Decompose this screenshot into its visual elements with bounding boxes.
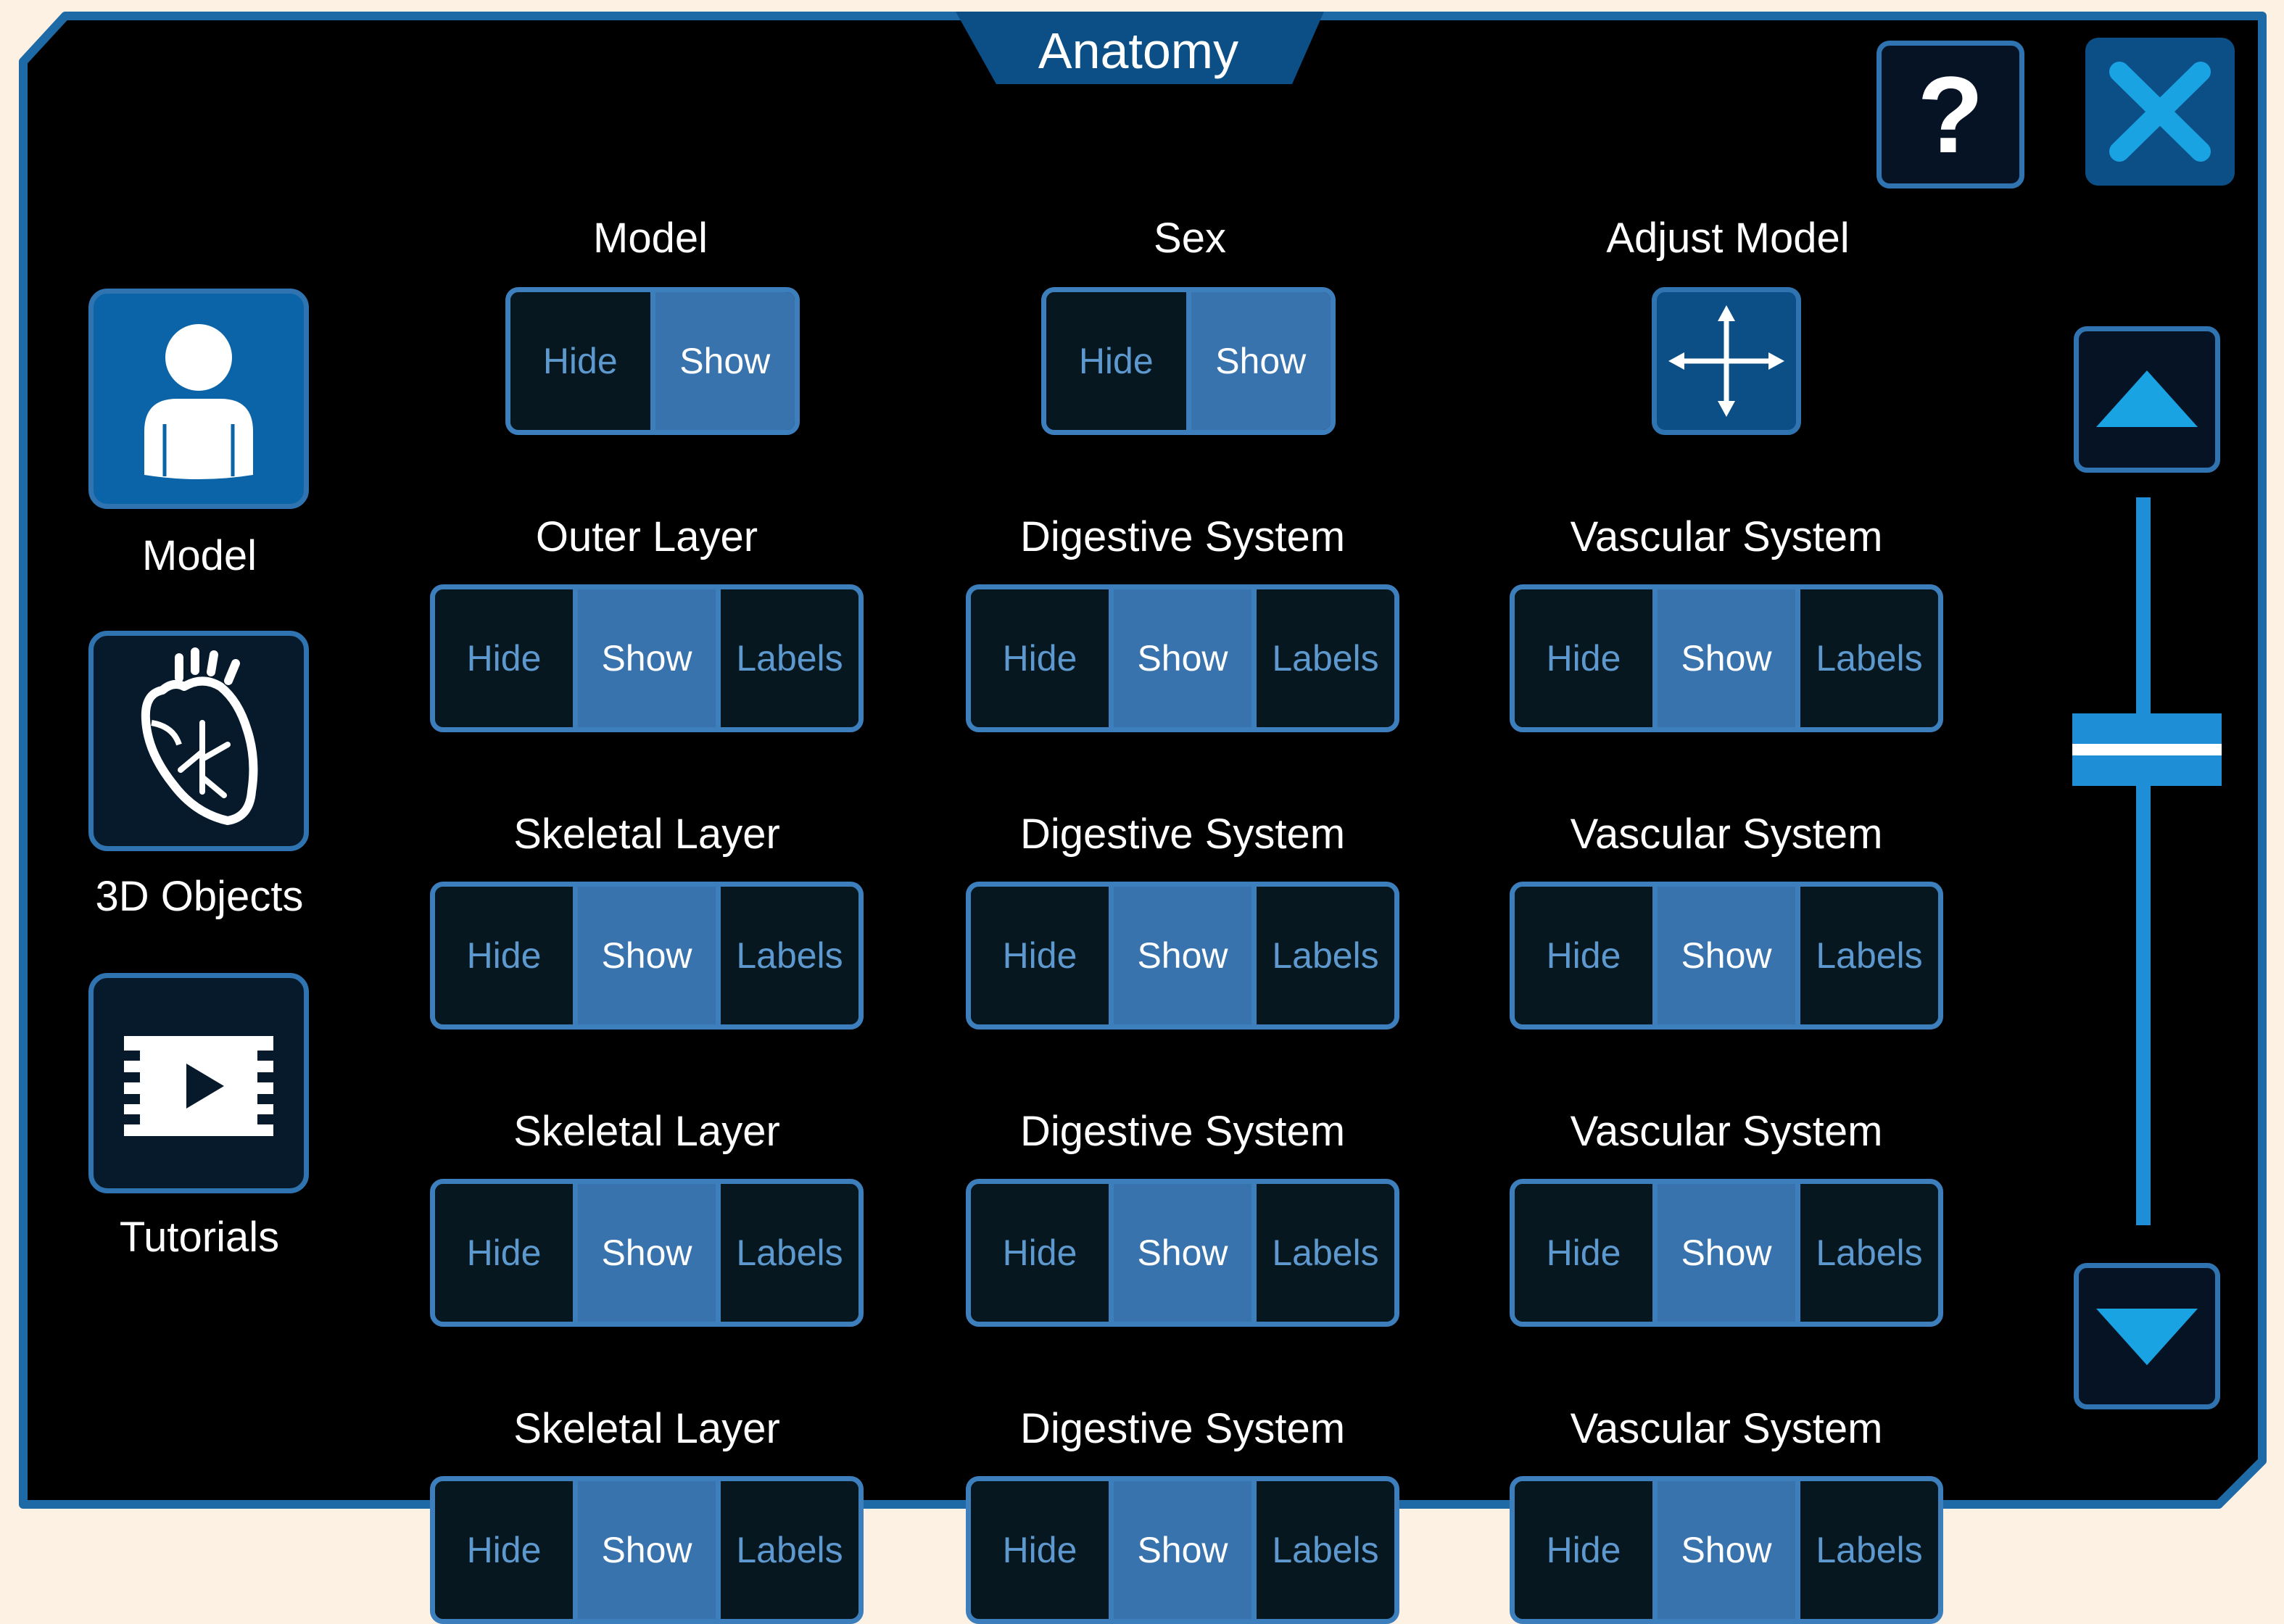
hide-option[interactable]: Hide (1515, 589, 1652, 727)
labels-option[interactable]: Labels (716, 589, 858, 727)
close-button[interactable] (2085, 38, 2235, 186)
hide-option[interactable]: Hide (1515, 887, 1652, 1024)
adjust-model-button[interactable] (1652, 287, 1801, 435)
show-option[interactable]: Show (1652, 1481, 1795, 1619)
show-option[interactable]: Show (1109, 589, 1251, 727)
arrow-down-icon (2096, 1309, 2198, 1365)
person-icon (144, 324, 253, 479)
hide-option[interactable]: Hide (1515, 1481, 1652, 1619)
group-title: Vascular System (1570, 811, 1883, 858)
scroll-up-button[interactable] (2074, 326, 2220, 473)
group-title: Outer Layer (535, 513, 758, 560)
nav-3d-objects-button[interactable] (88, 631, 309, 851)
nav-model-label: Model (142, 532, 257, 579)
hide-option[interactable]: Hide (435, 887, 573, 1024)
model-show-option[interactable]: Show (650, 292, 795, 430)
sex-show-option[interactable]: Show (1186, 292, 1331, 430)
title-tab (956, 12, 1324, 84)
labels-option[interactable]: Labels (1251, 589, 1394, 727)
scroll-track[interactable] (2136, 497, 2151, 1225)
sex-hide-option[interactable]: Hide (1046, 292, 1186, 430)
scroll-down-button[interactable] (2074, 1263, 2220, 1409)
group-title-adjust-model: Adjust Model (1606, 215, 1850, 262)
heart-icon (141, 647, 258, 825)
group-title: Digestive System (1019, 1108, 1346, 1155)
hide-option[interactable]: Hide (435, 1481, 573, 1619)
anatomy-panel: Anatomy ? Model 3D Objects (19, 12, 2267, 1624)
labels-option[interactable]: Labels (1795, 887, 1938, 1024)
video-icon (124, 1036, 273, 1136)
nav-3d-objects-label: 3D Objects (95, 873, 304, 920)
show-option[interactable]: Show (1652, 1184, 1795, 1322)
hide-option[interactable]: Hide (971, 1184, 1109, 1322)
labels-option[interactable]: Labels (1795, 1481, 1938, 1619)
labels-option[interactable]: Labels (716, 887, 858, 1024)
show-option[interactable]: Show (573, 589, 716, 727)
hide-option[interactable]: Hide (435, 589, 573, 727)
hide-option[interactable]: Hide (1515, 1184, 1652, 1322)
group-title-model: Model (593, 215, 708, 262)
group-title: Skeletal Layer (513, 811, 780, 858)
show-option[interactable]: Show (573, 1184, 716, 1322)
move-arrows-icon (1668, 305, 1784, 417)
show-option[interactable]: Show (573, 1481, 716, 1619)
hide-option[interactable]: Hide (971, 887, 1109, 1024)
window-title: Anatomy (1038, 22, 1239, 79)
hide-option[interactable]: Hide (435, 1184, 573, 1322)
show-option[interactable]: Show (1109, 887, 1251, 1024)
group-title: Vascular System (1570, 513, 1883, 560)
arrow-up-icon (2096, 370, 2198, 427)
labels-option[interactable]: Labels (1251, 1184, 1394, 1322)
model-hide-option[interactable]: Hide (510, 292, 650, 430)
hide-option[interactable]: Hide (971, 1481, 1109, 1619)
group-title: Digestive System (1019, 1405, 1346, 1452)
hide-option[interactable]: Hide (971, 589, 1109, 727)
group-title: Digestive System (1019, 513, 1346, 560)
group-title-sex: Sex (1154, 215, 1226, 262)
scroll-thumb[interactable] (2072, 713, 2222, 786)
show-option[interactable]: Show (1109, 1481, 1251, 1619)
group-title: Skeletal Layer (513, 1405, 780, 1452)
labels-option[interactable]: Labels (716, 1481, 858, 1619)
group-title: Vascular System (1570, 1405, 1883, 1452)
model-toggle: Hide Show (505, 287, 800, 435)
help-icon: ? (1917, 54, 1984, 175)
show-option[interactable]: Show (573, 887, 716, 1024)
labels-option[interactable]: Labels (1795, 1184, 1938, 1322)
nav-tutorials-button[interactable] (88, 973, 309, 1193)
close-icon (2109, 62, 2211, 162)
help-button[interactable]: ? (1877, 41, 2024, 188)
sex-toggle: Hide Show (1041, 287, 1336, 435)
show-option[interactable]: Show (1652, 887, 1795, 1024)
show-option[interactable]: Show (1652, 589, 1795, 727)
group-title: Vascular System (1570, 1108, 1883, 1155)
labels-option[interactable]: Labels (1795, 589, 1938, 727)
group-title: Skeletal Layer (513, 1108, 780, 1155)
nav-model-button[interactable] (88, 289, 309, 509)
labels-option[interactable]: Labels (1251, 1481, 1394, 1619)
group-title: Digestive System (1019, 811, 1346, 858)
labels-option[interactable]: Labels (716, 1184, 858, 1322)
show-option[interactable]: Show (1109, 1184, 1251, 1322)
labels-option[interactable]: Labels (1251, 887, 1394, 1024)
nav-tutorials-label: Tutorials (119, 1214, 280, 1261)
